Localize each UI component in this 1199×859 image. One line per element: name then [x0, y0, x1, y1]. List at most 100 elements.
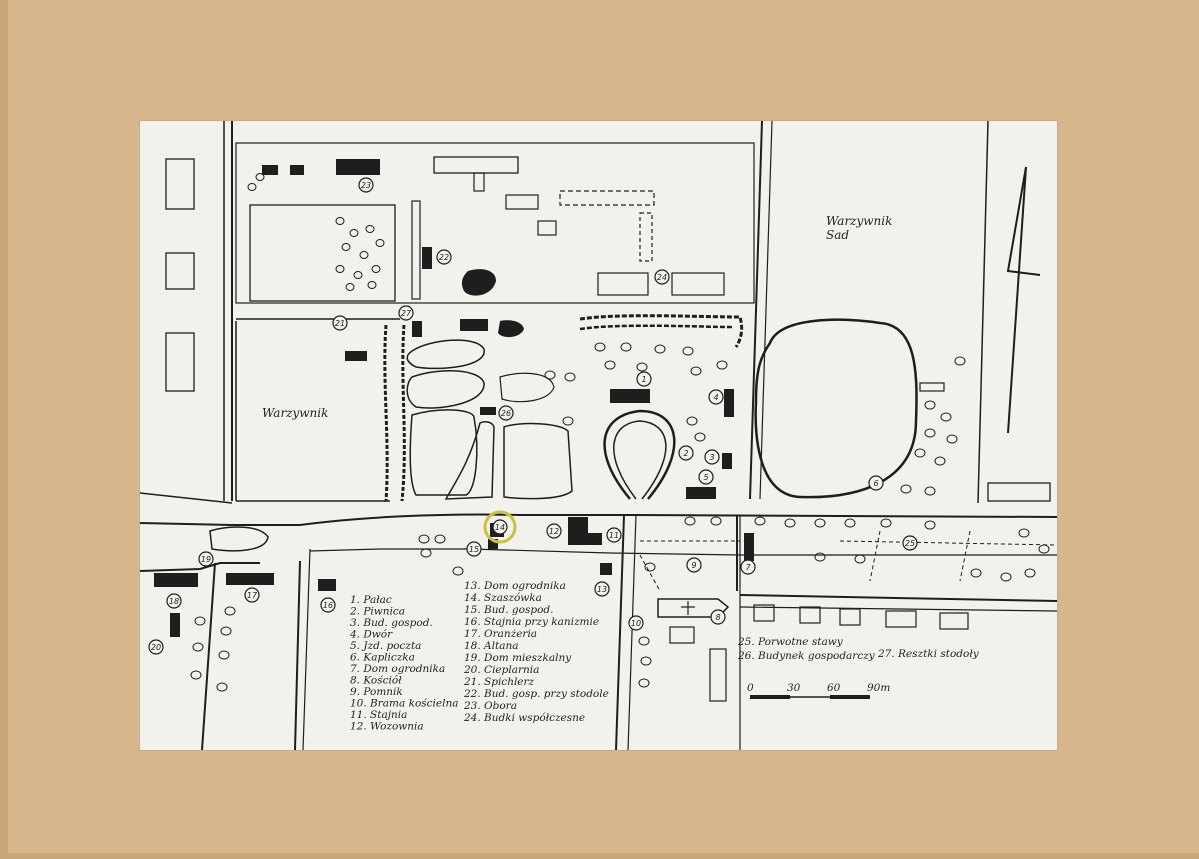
map-marker-5 — [698, 469, 714, 485]
map-marker-label: 20 — [151, 643, 161, 652]
scale-tick-label: 30 — [787, 682, 801, 694]
tree-symbol — [954, 356, 966, 366]
building-solid — [744, 533, 754, 561]
tree-symbol — [1018, 528, 1030, 538]
tree-symbol — [880, 518, 892, 528]
tree-clump — [461, 269, 496, 296]
map-marker-2 — [678, 445, 694, 461]
legend-item: 9. Pomnik — [350, 686, 403, 698]
map-marker-27 — [398, 305, 414, 321]
tree-symbol — [341, 243, 351, 251]
road-line — [302, 548, 311, 751]
map-marker-label: 25 — [905, 539, 915, 548]
building-solid — [480, 407, 496, 415]
tree-symbol — [220, 626, 232, 636]
tree-symbol — [418, 534, 430, 544]
tree-symbol — [694, 432, 706, 442]
map-marker-label: 5 — [703, 473, 708, 482]
tree-symbol — [934, 456, 946, 466]
tree-symbol — [924, 428, 936, 438]
tree-symbol — [1024, 568, 1036, 578]
pond — [754, 318, 918, 499]
map-marker-17 — [244, 587, 260, 603]
map-marker-19 — [198, 551, 214, 567]
tree-symbol — [690, 366, 702, 376]
tree-symbol — [353, 271, 363, 279]
main-road — [232, 513, 1058, 526]
scale-tick-label: 90m — [867, 682, 890, 694]
tree-symbol — [1038, 544, 1050, 554]
mount-bottom-edge — [0, 853, 1199, 859]
tree-symbol — [946, 434, 958, 444]
road-line — [201, 562, 216, 751]
map-marker-12 — [546, 523, 562, 539]
building-solid — [154, 573, 198, 587]
legend-item: 7. Dom ogrodnika — [350, 663, 445, 675]
upper-plot — [235, 142, 755, 304]
tree-symbol — [710, 516, 722, 526]
map-marker-label: 26 — [501, 409, 511, 418]
tree-symbol — [452, 566, 464, 576]
map-marker-18 — [166, 593, 182, 609]
tree-symbol — [190, 670, 202, 680]
building-outline — [939, 612, 969, 630]
legend-item: 1. Pałac — [350, 594, 392, 606]
building-outline — [669, 626, 695, 644]
building-outline — [753, 604, 775, 622]
tree-symbol — [371, 265, 381, 273]
building-solid — [262, 165, 278, 175]
tree-symbol — [924, 486, 936, 496]
tree-symbol — [754, 516, 766, 526]
tree-symbol — [194, 616, 206, 626]
legend-item: 25. Porwotne stawy — [737, 636, 844, 648]
map-marker-label: 6 — [873, 479, 878, 488]
road-line — [749, 120, 763, 500]
building-outline — [537, 220, 557, 236]
label-sad-right: Sad — [826, 228, 849, 242]
map-marker-label: 11 — [609, 531, 619, 540]
tree-symbol — [359, 251, 369, 259]
map-marker-7 — [740, 559, 756, 575]
map-marker-label: 10 — [631, 619, 641, 628]
building-outline — [473, 172, 485, 192]
legend-item: 24. Budki współczesne — [463, 712, 585, 724]
building-outline — [987, 482, 1051, 502]
legend-item: 27. Resztki stodoły — [877, 648, 980, 660]
tree-symbol — [924, 400, 936, 410]
estate-plan-map: 1234567891011121314151617181920212223242… — [139, 120, 1058, 751]
map-marker-label: 12 — [549, 527, 559, 536]
legend-item: 19. Dom mieszkalny — [464, 652, 572, 664]
legend-item: 15. Bud. gospod. — [464, 604, 553, 616]
road-line — [309, 548, 1057, 556]
building-outline — [433, 156, 519, 174]
legend-item: 11. Stajnia — [350, 709, 407, 721]
building-solid — [578, 533, 602, 545]
legend-item: 5. Jzd. poczta — [350, 640, 421, 652]
building-solid — [722, 453, 732, 469]
building-outline — [411, 200, 421, 300]
tree-symbol — [638, 678, 650, 688]
hedge-row — [579, 314, 744, 348]
building-outline — [671, 272, 725, 296]
tree-symbol — [640, 656, 652, 666]
map-marker-label: 21 — [335, 319, 345, 328]
building-solid — [345, 351, 367, 361]
tree-symbol — [636, 362, 648, 372]
legend-item: 3. Bud. gospod. — [350, 617, 433, 629]
tree-symbol — [844, 518, 856, 528]
tree-symbol — [247, 183, 257, 191]
tree-symbol — [1000, 572, 1012, 582]
map-marker-label: 27 — [401, 309, 412, 318]
map-marker-20 — [148, 639, 164, 655]
map-marker-label: 4 — [713, 393, 718, 402]
map-marker-label: 8 — [715, 613, 720, 622]
map-marker-11 — [606, 527, 622, 543]
tree-symbol — [564, 372, 576, 382]
garden-bed — [406, 339, 485, 370]
tree-symbol — [375, 239, 385, 247]
road-line — [294, 560, 301, 751]
tree-symbol — [420, 548, 432, 558]
